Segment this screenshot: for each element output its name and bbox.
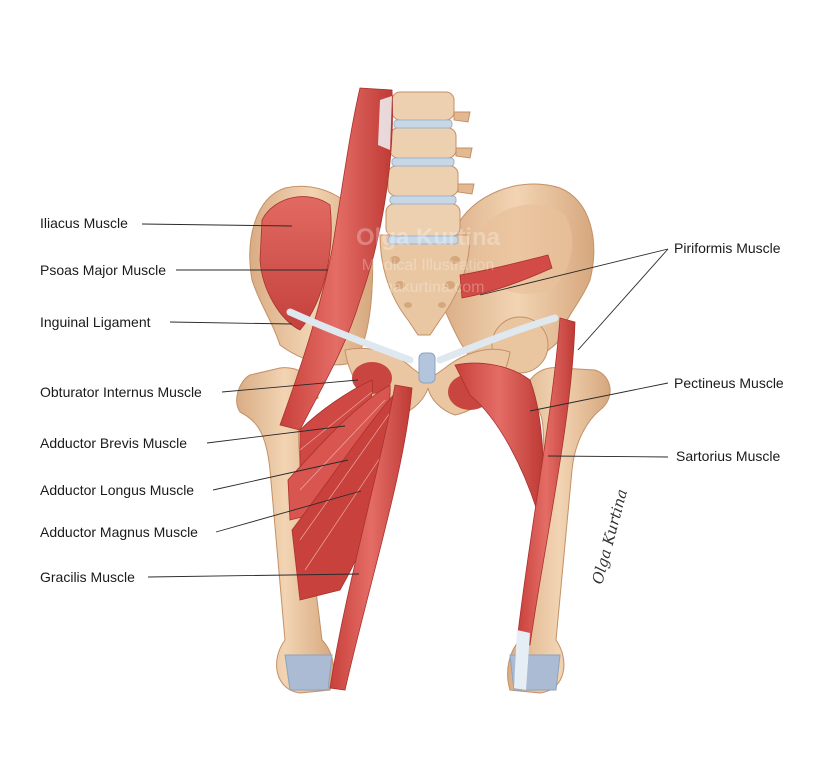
label-gracilis-muscle: Gracilis Muscle <box>40 569 135 585</box>
leader-lines <box>141 223 669 578</box>
watermark: Olga Kurtina Medical Illustration olgaku… <box>356 224 501 296</box>
iliacus-muscle <box>259 196 332 331</box>
watermark-name: Olga Kurtina <box>356 224 501 251</box>
pectineus-muscle <box>454 362 544 521</box>
label-adductor-magnus-muscle: Adductor Magnus Muscle <box>40 524 198 540</box>
label-adductor-brevis-muscle: Adductor Brevis Muscle <box>40 435 188 451</box>
label-adductor-longus-muscle: Adductor Longus Muscle <box>40 482 195 498</box>
label-iliacus-muscle: Iliacus Muscle <box>40 215 128 231</box>
label-psoas-major-muscle: Psoas Major Muscle <box>40 262 167 278</box>
label-sartorius-muscle: Sartorius Muscle <box>676 448 781 464</box>
gracilis-muscle <box>329 384 413 691</box>
inguinal-ligament-right <box>436 314 559 364</box>
lumbar-spine <box>385 91 475 245</box>
watermark-site: olgakurtina.com <box>372 279 485 296</box>
piriformis-muscle <box>459 254 553 299</box>
watermark-subtitle: Medical Illustration <box>362 257 495 274</box>
label-pectineus-muscle: Pectineus Muscle <box>674 375 784 391</box>
label-inguinal-ligament: Inguinal Ligament <box>40 314 151 330</box>
sartorius-muscle <box>516 317 576 646</box>
femur-left <box>236 367 335 694</box>
label-obturator-internus-muscle: Obturator Internus Muscle <box>40 384 202 400</box>
label-piriformis-muscle: Piriformis Muscle <box>674 240 781 256</box>
sacrum <box>379 234 471 336</box>
artist-signature: Olga Kurtina <box>588 487 631 586</box>
inguinal-ligament-left <box>286 308 414 364</box>
